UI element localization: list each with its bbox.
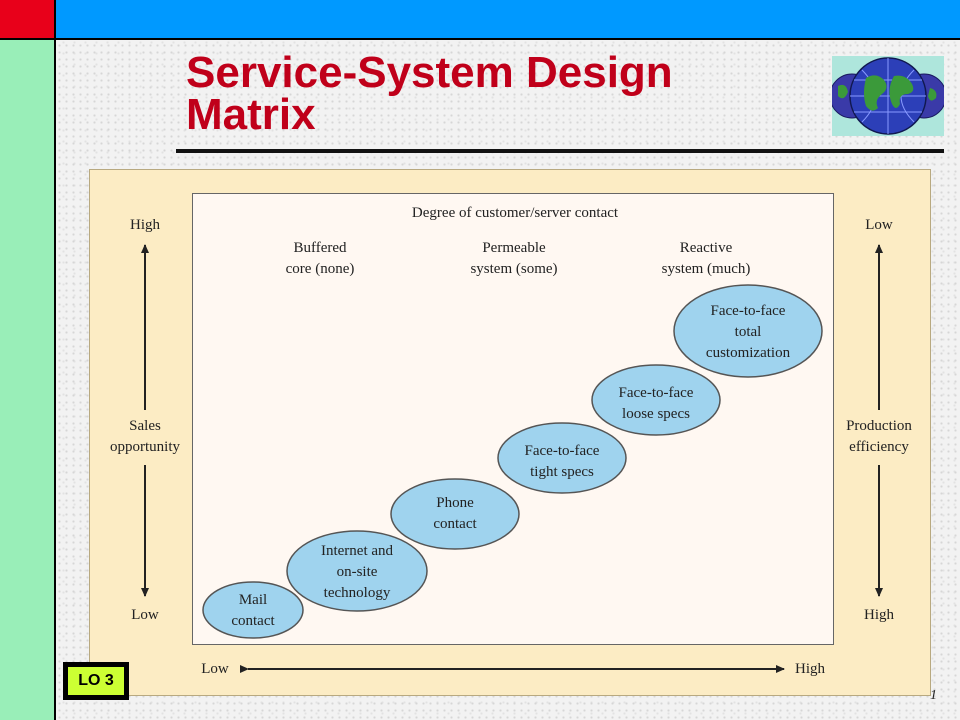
ellipse-label-custom: Face-to-face total customization: [705, 303, 791, 361]
column-reactive: Reactive system (much): [661, 240, 751, 277]
ellipse-loose: [591, 364, 721, 436]
top-bar: [56, 0, 960, 40]
bottom-axis-high: High: [795, 661, 825, 677]
ellipse-label-phone: Phone contact: [433, 495, 477, 532]
page-number: 1: [930, 688, 937, 703]
left-axis-bottom: Low: [131, 607, 159, 623]
globe-icon: [829, 56, 947, 136]
ellipse-custom: [673, 284, 823, 378]
ellipse-label-internet: Internet and on-site technology: [320, 543, 394, 601]
lo-badge: LO 3: [67, 666, 125, 696]
ellipse-mail: [202, 581, 304, 639]
bottom-axis-low: Low: [201, 661, 229, 677]
ellipse-label-loose: Face-to-face loose specs: [618, 385, 694, 422]
right-axis-top: Low: [865, 217, 893, 233]
ellipse-phone: [390, 478, 520, 550]
corner-block: [0, 0, 56, 40]
left-bar: [0, 40, 56, 720]
slide-title: Service-System Design Matrix: [186, 48, 673, 139]
contact-header: Degree of customer/server contact: [411, 205, 619, 221]
left-axis-top: High: [130, 217, 160, 233]
ellipse-label-tight: Face-to-face tight specs: [524, 443, 600, 480]
ellipse-label-mail: Mail contact: [231, 592, 275, 629]
column-buffered: Buffered core (none): [285, 240, 355, 277]
ellipse-internet: [286, 530, 428, 612]
title-rule: [176, 149, 944, 153]
ellipse-tight: [497, 422, 627, 494]
right-axis-label: Production efficiency: [846, 418, 912, 455]
left-axis-label: Sales opportunity: [110, 418, 180, 455]
right-axis-bottom: High: [864, 607, 894, 623]
column-permeable: Permeable system (some): [470, 240, 558, 277]
